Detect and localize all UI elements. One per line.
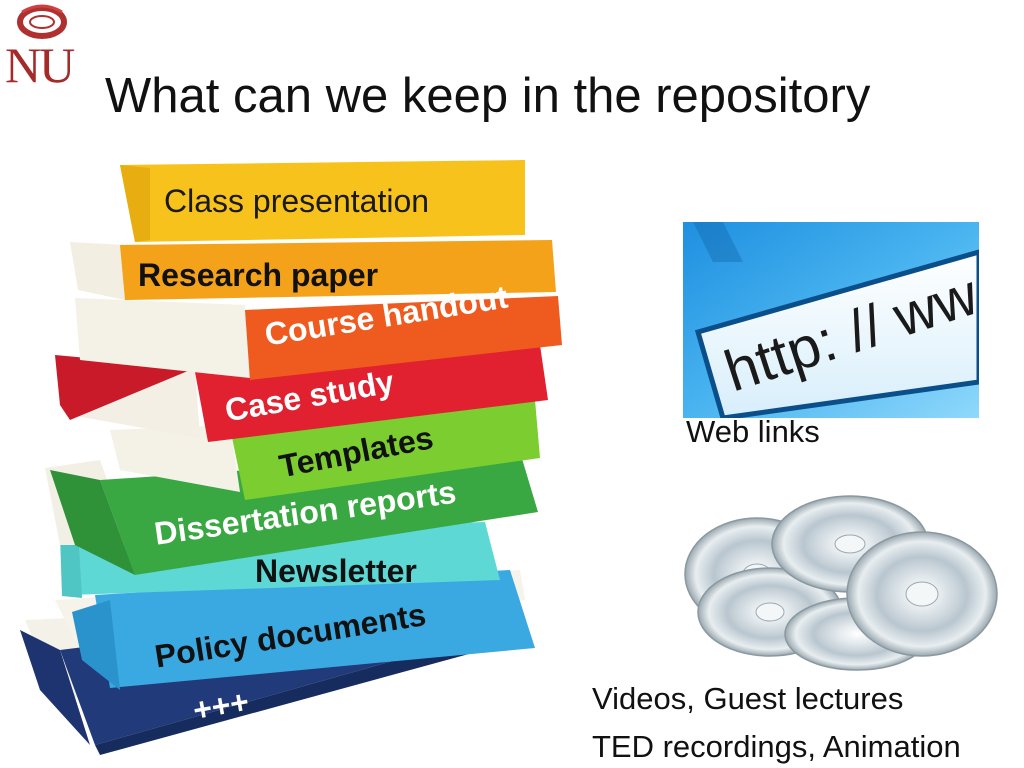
- nu-emblem-icon: [17, 4, 67, 39]
- cd-discs-image: [684, 495, 998, 671]
- book-label-class-presentation: Class presentation: [164, 183, 430, 219]
- book-lightblue: [55, 570, 535, 690]
- web-links-caption: Web links: [686, 414, 820, 449]
- slide-title: What can we keep in the repository: [105, 69, 871, 123]
- book-stack-image: [20, 160, 562, 755]
- browser-url-bar-image: http: // ww: [683, 222, 979, 418]
- book-orange-red: [75, 296, 562, 380]
- cd-disc-5: [846, 531, 998, 657]
- book-orange: [70, 240, 556, 300]
- book-label-research-paper: Research paper: [138, 257, 379, 293]
- book-yellow: [120, 160, 525, 242]
- media-caption-line2: TED recordings, Animation: [592, 729, 961, 764]
- media-caption-line1: Videos, Guest lectures: [592, 681, 904, 716]
- nu-logo: NU: [2, 2, 82, 92]
- book-label-newsletter: Newsletter: [255, 553, 417, 589]
- logo-text: NU: [5, 37, 75, 93]
